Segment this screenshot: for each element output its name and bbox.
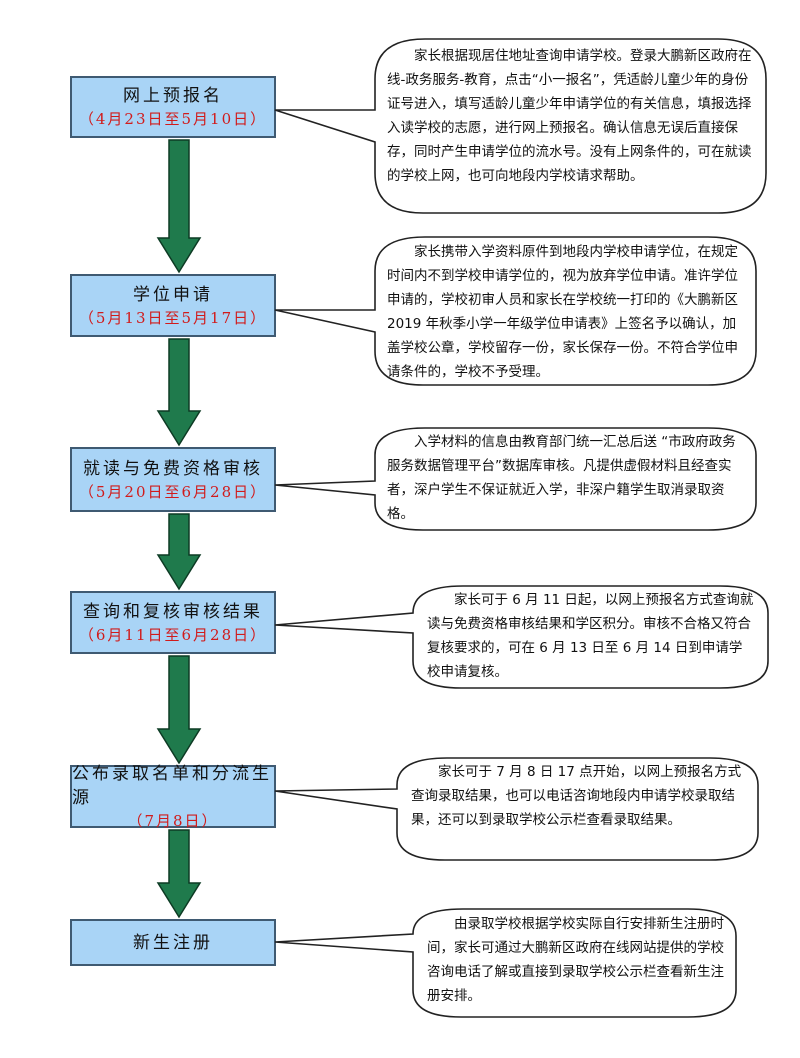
callout-text: 家长根据现居住地址查询申请学校。登录大鹏新区政府在线-政务服务-教育，点击“小一… (387, 48, 752, 184)
step-eligibility-review: 就读与免费资格审核 （5月20日至6月28日） (70, 447, 276, 512)
speech-bubble-shape (274, 38, 767, 214)
step-date: （7月8日） (127, 811, 219, 830)
speech-bubble-shape (274, 757, 759, 861)
step-date: （6月11日至6月28日） (78, 625, 268, 644)
callout-text: 家长可于 6 月 11 日起，以网上预报名方式查询就读与免费资格审核结果和学区积… (427, 592, 754, 680)
callout-2: 家长携带入学资料原件到地段内学校申请学位，在规定时间内不到学校申请学位的，视为放… (274, 236, 757, 386)
down-arrow-4 (156, 655, 202, 765)
step-admission-announcement: 公布录取名单和分流生源 （7月8日） (70, 763, 276, 830)
speech-bubble-shape (274, 908, 737, 1018)
step-title: 公布录取名单和分流生源 (72, 763, 272, 808)
speech-bubble-shape (274, 236, 757, 386)
step-date: （5月20日至6月28日） (78, 482, 268, 501)
step-title: 学位申请 (133, 284, 213, 305)
step-title: 查询和复核审核结果 (83, 601, 263, 622)
callout-4: 家长可于 6 月 11 日起，以网上预报名方式查询就读与免费资格审核结果和学区积… (274, 585, 769, 689)
step-online-preregistration: 网上预报名 （4月23日至5月10日） (70, 76, 276, 138)
callout-text: 由录取学校根据学校实际自行安排新生注册时间，家长可通过大鹏新区政府在线网站提供的… (427, 916, 724, 1004)
callout-text: 入学材料的信息由教育部门统一汇总后送 “市政府政务服务数据管理平台”数据库审核。… (387, 434, 736, 522)
callout-3: 入学材料的信息由教育部门统一汇总后送 “市政府政务服务数据管理平台”数据库审核。… (274, 427, 757, 531)
step-new-student-registration: 新生注册 (70, 919, 276, 966)
speech-bubble-shape (274, 585, 769, 689)
speech-bubble-shape (274, 427, 757, 531)
step-title: 新生注册 (133, 932, 213, 953)
step-date: （4月23日至5月10日） (78, 110, 268, 128)
callout-5: 家长可于 7 月 8 日 17 点开始，以网上预报名方式查询录取结果，也可以电话… (274, 757, 759, 861)
callout-text: 家长携带入学资料原件到地段内学校申请学位，在规定时间内不到学校申请学位的，视为放… (387, 244, 738, 380)
step-title: 就读与免费资格审核 (83, 458, 263, 479)
down-arrow-1 (156, 139, 202, 274)
step-check-and-recheck: 查询和复核审核结果 （6月11日至6月28日） (70, 591, 276, 654)
step-date: （5月13日至5月17日） (78, 308, 268, 327)
callout-1: 家长根据现居住地址查询申请学校。登录大鹏新区政府在线-政务服务-教育，点击“小一… (274, 38, 767, 214)
step-degree-application: 学位申请 （5月13日至5月17日） (70, 274, 276, 337)
callout-text: 家长可于 7 月 8 日 17 点开始，以网上预报名方式查询录取结果，也可以电话… (411, 764, 742, 828)
down-arrow-3 (156, 513, 202, 591)
down-arrow-2 (156, 338, 202, 447)
callout-6: 由录取学校根据学校实际自行安排新生注册时间，家长可通过大鹏新区政府在线网站提供的… (274, 908, 737, 1018)
down-arrow-5 (156, 829, 202, 919)
step-title: 网上预报名 (123, 86, 223, 106)
